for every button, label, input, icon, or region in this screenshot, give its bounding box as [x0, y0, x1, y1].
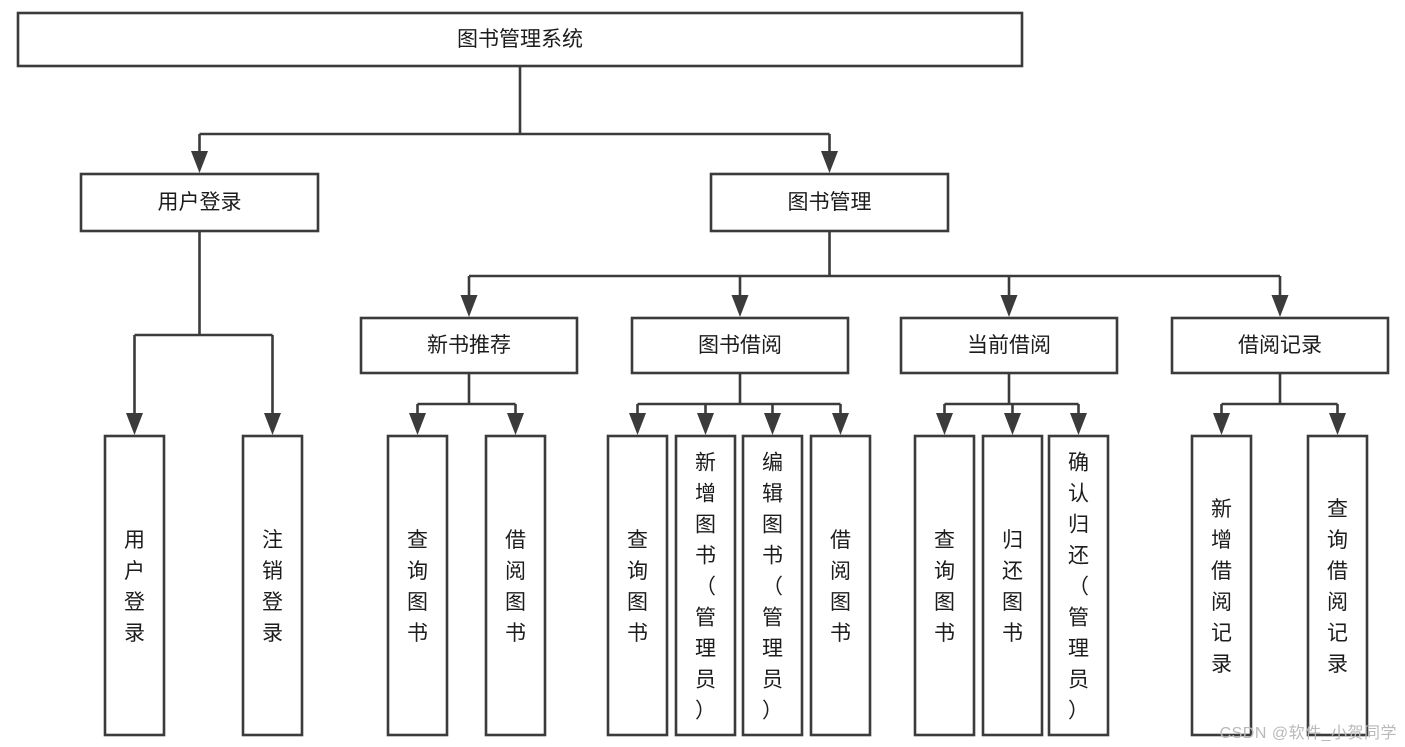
node-label-current: 当前借阅 [967, 334, 1051, 357]
node-newbook[interactable]: 新书推荐 [359, 316, 579, 375]
node-leaf-8[interactable]: 借阅图书 [809, 434, 872, 737]
node-leaf-3[interactable]: 查询图书 [386, 434, 449, 737]
arrow-head-icon [460, 295, 478, 317]
node-label-bookmgmt: 图书管理 [788, 191, 872, 214]
arrow-head-icon [1000, 295, 1018, 317]
node-leaf-4[interactable]: 借阅图书 [484, 434, 547, 737]
arrow-head-icon [936, 413, 953, 435]
arrow-head-icon [409, 413, 426, 435]
node-label-leaf-6: 新增图书（管理员） [695, 452, 716, 723]
node-label-leaf-2: 注销登录 [262, 529, 283, 645]
node-label-leaf-9: 查询图书 [934, 529, 955, 645]
arrow-head-icon [697, 413, 714, 435]
node-box-records[interactable] [1170, 316, 1390, 375]
node-box-login[interactable] [79, 172, 320, 233]
node-label-leaf-10: 归还图书 [1002, 529, 1023, 645]
node-label-leaf-11: 确认归还（管理员） [1068, 452, 1089, 723]
node-borrow[interactable]: 图书借阅 [630, 316, 850, 375]
node-label-leaf-13: 查询借阅记录 [1327, 498, 1348, 676]
node-leaf-11[interactable]: 确认归还（管理员） [1047, 434, 1110, 737]
node-leaf-6[interactable]: 新增图书（管理员） [674, 434, 737, 737]
arrow-head-icon [264, 413, 281, 435]
node-label-root: 图书管理系统 [457, 28, 583, 51]
node-leaf-13[interactable]: 查询借阅记录 [1306, 434, 1369, 737]
node-box-root[interactable] [16, 11, 1024, 68]
arrow-head-icon [731, 295, 749, 317]
node-box-leaf-1[interactable] [103, 434, 166, 737]
node-box-borrow[interactable] [630, 316, 850, 375]
node-box-leaf-5[interactable] [606, 434, 669, 737]
node-label-newbook: 新书推荐 [427, 334, 511, 357]
node-leaf-7[interactable]: 编辑图书（管理员） [741, 434, 804, 737]
node-leaf-5[interactable]: 查询图书 [606, 434, 669, 737]
node-box-bookmgmt[interactable] [709, 172, 950, 233]
node-box-leaf-12[interactable] [1190, 434, 1253, 737]
arrow-head-icon [1070, 413, 1087, 435]
node-label-leaf-4: 借阅图书 [505, 529, 526, 645]
node-box-leaf-13[interactable] [1306, 434, 1369, 737]
node-records[interactable]: 借阅记录 [1170, 316, 1390, 375]
node-label-leaf-8: 借阅图书 [830, 529, 851, 645]
arrow-head-icon [821, 151, 838, 173]
node-leaf-10[interactable]: 归还图书 [981, 434, 1044, 737]
node-current[interactable]: 当前借阅 [899, 316, 1119, 375]
arrow-head-icon [126, 413, 143, 435]
node-bookmgmt[interactable]: 图书管理 [709, 172, 950, 233]
arrow-head-icon [764, 413, 781, 435]
node-leaf-2[interactable]: 注销登录 [241, 434, 304, 737]
node-leaf-9[interactable]: 查询图书 [913, 434, 976, 737]
node-box-leaf-3[interactable] [386, 434, 449, 737]
arrow-head-icon [1329, 413, 1346, 435]
arrow-head-icon [1271, 295, 1289, 317]
node-box-leaf-2[interactable] [241, 434, 304, 737]
node-box-leaf-4[interactable] [484, 434, 547, 737]
nodes-layer: 图书管理系统用户登录图书管理新书推荐图书借阅当前借阅借阅记录用户登录注销登录查询… [16, 11, 1390, 737]
node-label-borrow: 图书借阅 [698, 334, 782, 357]
node-leaf-1[interactable]: 用户登录 [103, 434, 166, 737]
node-login[interactable]: 用户登录 [79, 172, 320, 233]
node-box-current[interactable] [899, 316, 1119, 375]
connectors-layer [126, 66, 1346, 435]
node-box-leaf-11[interactable] [1047, 434, 1110, 737]
arrow-head-icon [1004, 413, 1021, 435]
node-label-leaf-12: 新增借阅记录 [1211, 498, 1232, 676]
node-label-leaf-7: 编辑图书（管理员） [762, 452, 783, 723]
node-leaf-12[interactable]: 新增借阅记录 [1190, 434, 1253, 737]
node-label-leaf-5: 查询图书 [627, 529, 648, 645]
node-label-leaf-3: 查询图书 [407, 529, 428, 645]
node-box-leaf-7[interactable] [741, 434, 804, 737]
arrow-head-icon [507, 413, 524, 435]
arrow-head-icon [1213, 413, 1230, 435]
arrow-head-icon [832, 413, 849, 435]
arrow-head-icon [629, 413, 646, 435]
node-label-leaf-1: 用户登录 [124, 529, 145, 645]
node-root[interactable]: 图书管理系统 [16, 11, 1024, 68]
node-label-records: 借阅记录 [1238, 334, 1322, 357]
node-box-leaf-9[interactable] [913, 434, 976, 737]
node-label-login: 用户登录 [158, 191, 242, 214]
node-box-leaf-10[interactable] [981, 434, 1044, 737]
csdn-watermark: CSDN @软件_小贺同学 [1219, 725, 1397, 742]
node-box-leaf-6[interactable] [674, 434, 737, 737]
arrow-head-icon [191, 151, 208, 173]
node-box-newbook[interactable] [359, 316, 579, 375]
node-box-leaf-8[interactable] [809, 434, 872, 737]
